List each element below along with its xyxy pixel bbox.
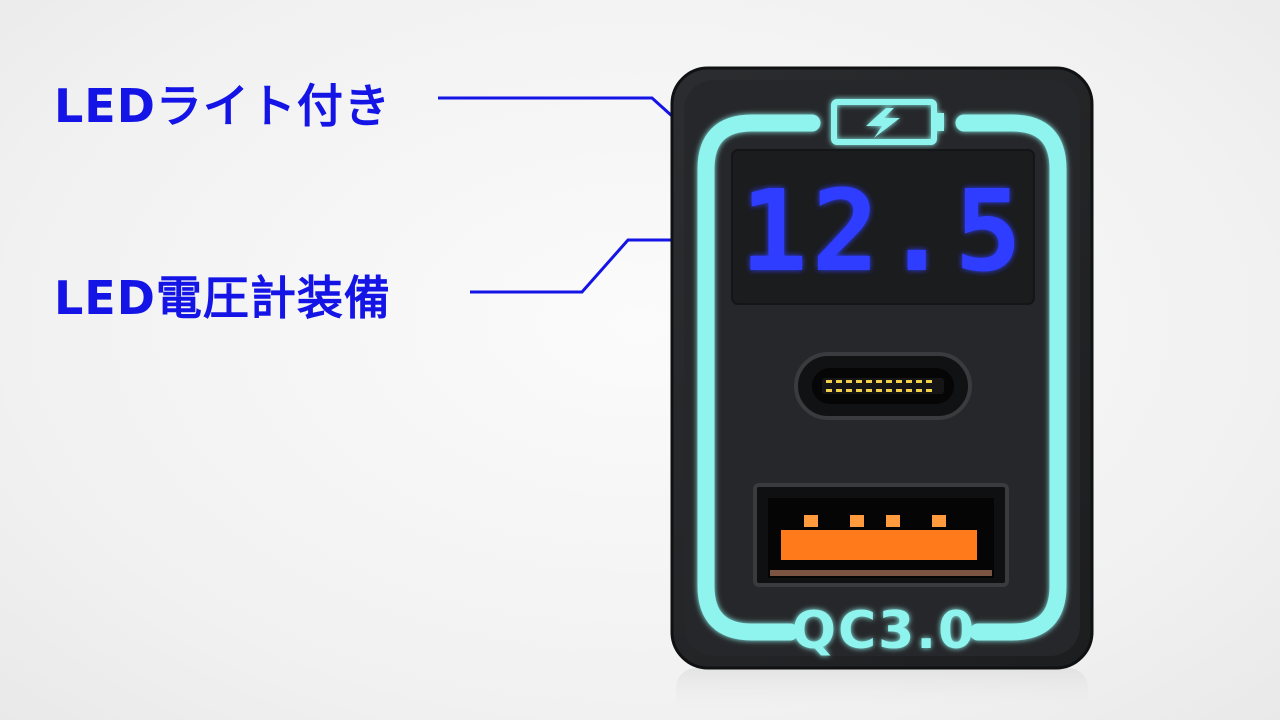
voltage-reading: 12.5 [740,167,1026,297]
callout-led-light-label: LEDライト付き [54,79,391,133]
battery-charging-icon [831,99,944,145]
qc-port-label: QC3.0 [792,601,976,661]
device-reflection [676,668,1088,714]
led-ring-left [697,114,821,641]
led-ring-right [955,114,1067,641]
usb-charger-device: 12.5 [670,66,1094,670]
voltage-display-window [731,149,1035,305]
callout-voltmeter-label: LED電圧計装備 [54,271,391,325]
usb-a-port [753,483,1009,587]
usb-a-tongue [781,530,977,560]
usb-c-port [794,352,972,420]
